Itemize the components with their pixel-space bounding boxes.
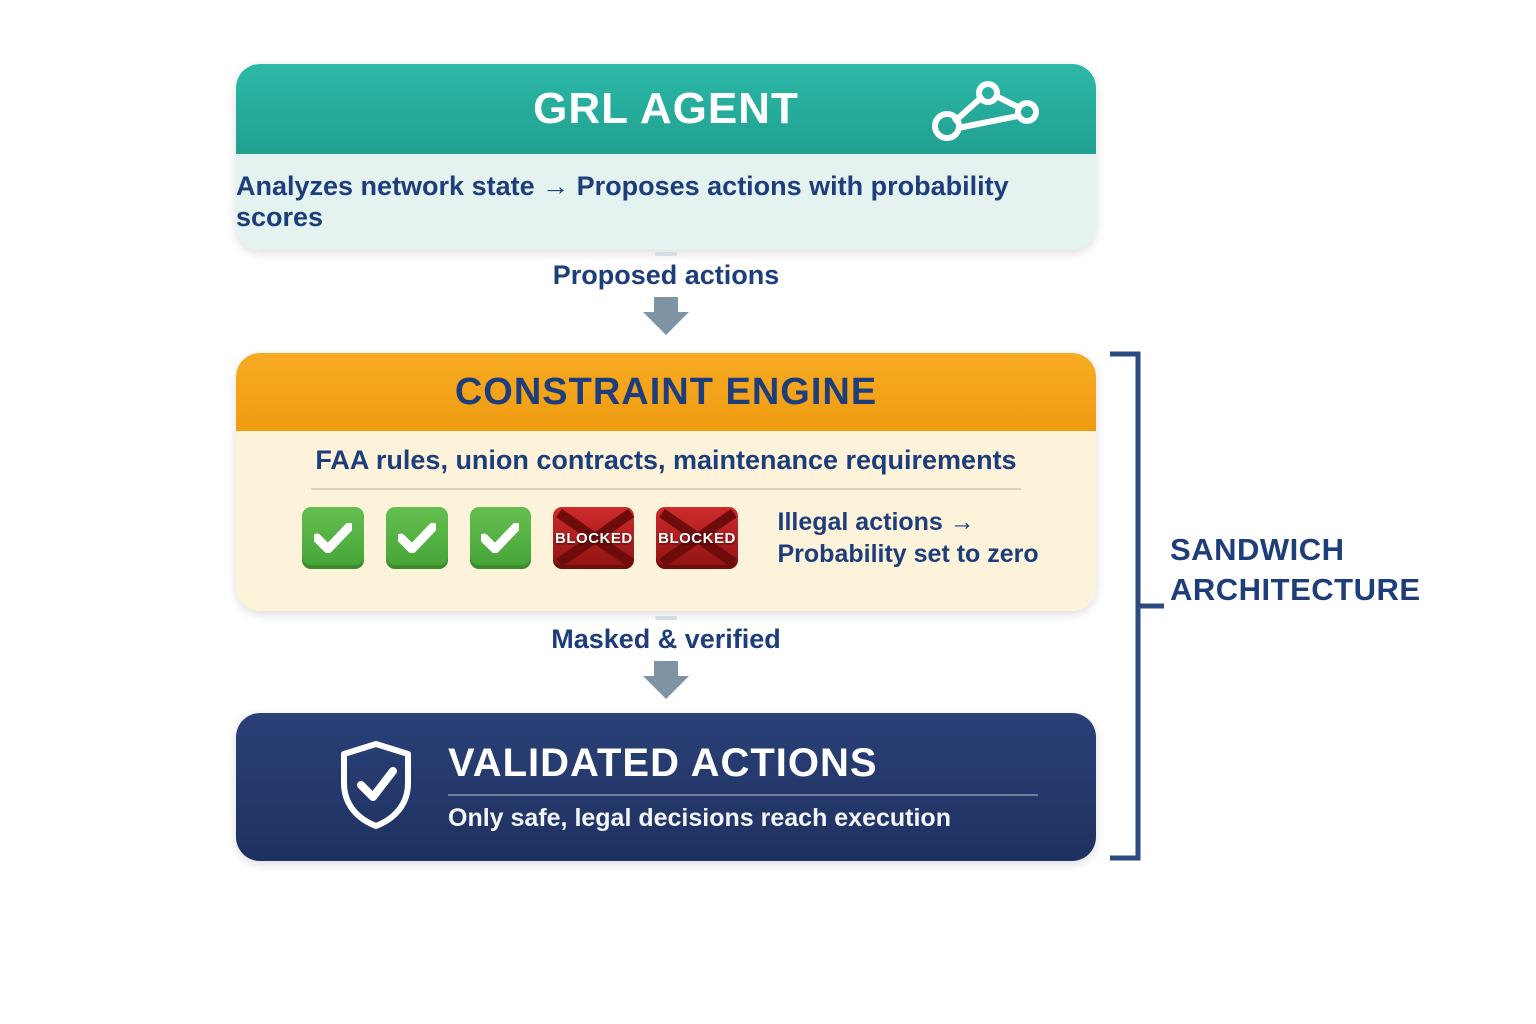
connector-proposed-actions: Proposed actions	[236, 252, 1096, 335]
validated-actions-content: VALIDATED ACTIONS Only safe, legal decis…	[448, 741, 1038, 833]
grl-agent-box: GRL AGENT Analyzes network state → Propo…	[236, 64, 1096, 250]
arrow-head	[643, 676, 689, 699]
proposed-actions-label: Proposed actions	[552, 260, 780, 290]
arrow-head	[643, 312, 689, 335]
constraint-engine-header: CONSTRAINT ENGINE	[236, 353, 1096, 431]
illegal-actions-note: Illegal actions → Probability set to zer…	[777, 508, 1039, 568]
connector-masked-verified: Masked & verified	[236, 616, 1096, 699]
constraint-engine-body: FAA rules, union contracts, maintenance …	[236, 431, 1096, 611]
action-mask-row: BLOCKED BLOCKED Illegal actions → Probab…	[302, 506, 1096, 570]
check-icon	[385, 507, 448, 569]
masked-verified-label: Masked & verified	[551, 624, 781, 654]
sandwich-architecture-label: SANDWICH ARCHITECTURE	[1170, 532, 1421, 608]
constraint-engine-box: CONSTRAINT ENGINE FAA rules, union contr…	[236, 353, 1096, 611]
down-arrow-icon	[236, 661, 1096, 699]
constraint-rules-text: FAA rules, union contracts, maintenance …	[315, 445, 1017, 475]
constraint-divider	[311, 488, 1021, 490]
grl-agent-body: Analyzes network state → Proposes action…	[236, 154, 1096, 250]
validated-actions-title: VALIDATED ACTIONS	[448, 741, 878, 785]
blocked-label: BLOCKED	[555, 529, 633, 547]
down-arrow-icon	[236, 297, 1096, 335]
blocked-x-icon: BLOCKED	[656, 507, 738, 569]
blocked-label: BLOCKED	[658, 529, 736, 547]
grl-agent-subtitle: Analyzes network state → Proposes action…	[236, 171, 1009, 232]
sandwich-bracket	[1110, 351, 1164, 861]
grl-agent-header: GRL AGENT	[236, 64, 1096, 154]
arrow-stem	[654, 297, 678, 312]
check-icon	[302, 507, 364, 569]
network-graph-icon	[932, 81, 1039, 141]
connector-dash	[236, 252, 1096, 256]
constraint-engine-title: CONSTRAINT ENGINE	[454, 370, 878, 413]
validated-actions-subtitle: Only safe, legal decisions reach executi…	[448, 804, 951, 832]
arrow-stem	[654, 661, 678, 676]
validated-actions-box: VALIDATED ACTIONS Only safe, legal decis…	[236, 713, 1096, 861]
check-icon	[469, 507, 532, 569]
connector-dash	[236, 616, 1096, 620]
validated-divider	[448, 794, 1038, 796]
shield-check-icon	[336, 739, 416, 836]
grl-agent-title: GRL AGENT	[533, 84, 799, 133]
blocked-x-icon: BLOCKED	[553, 507, 635, 569]
